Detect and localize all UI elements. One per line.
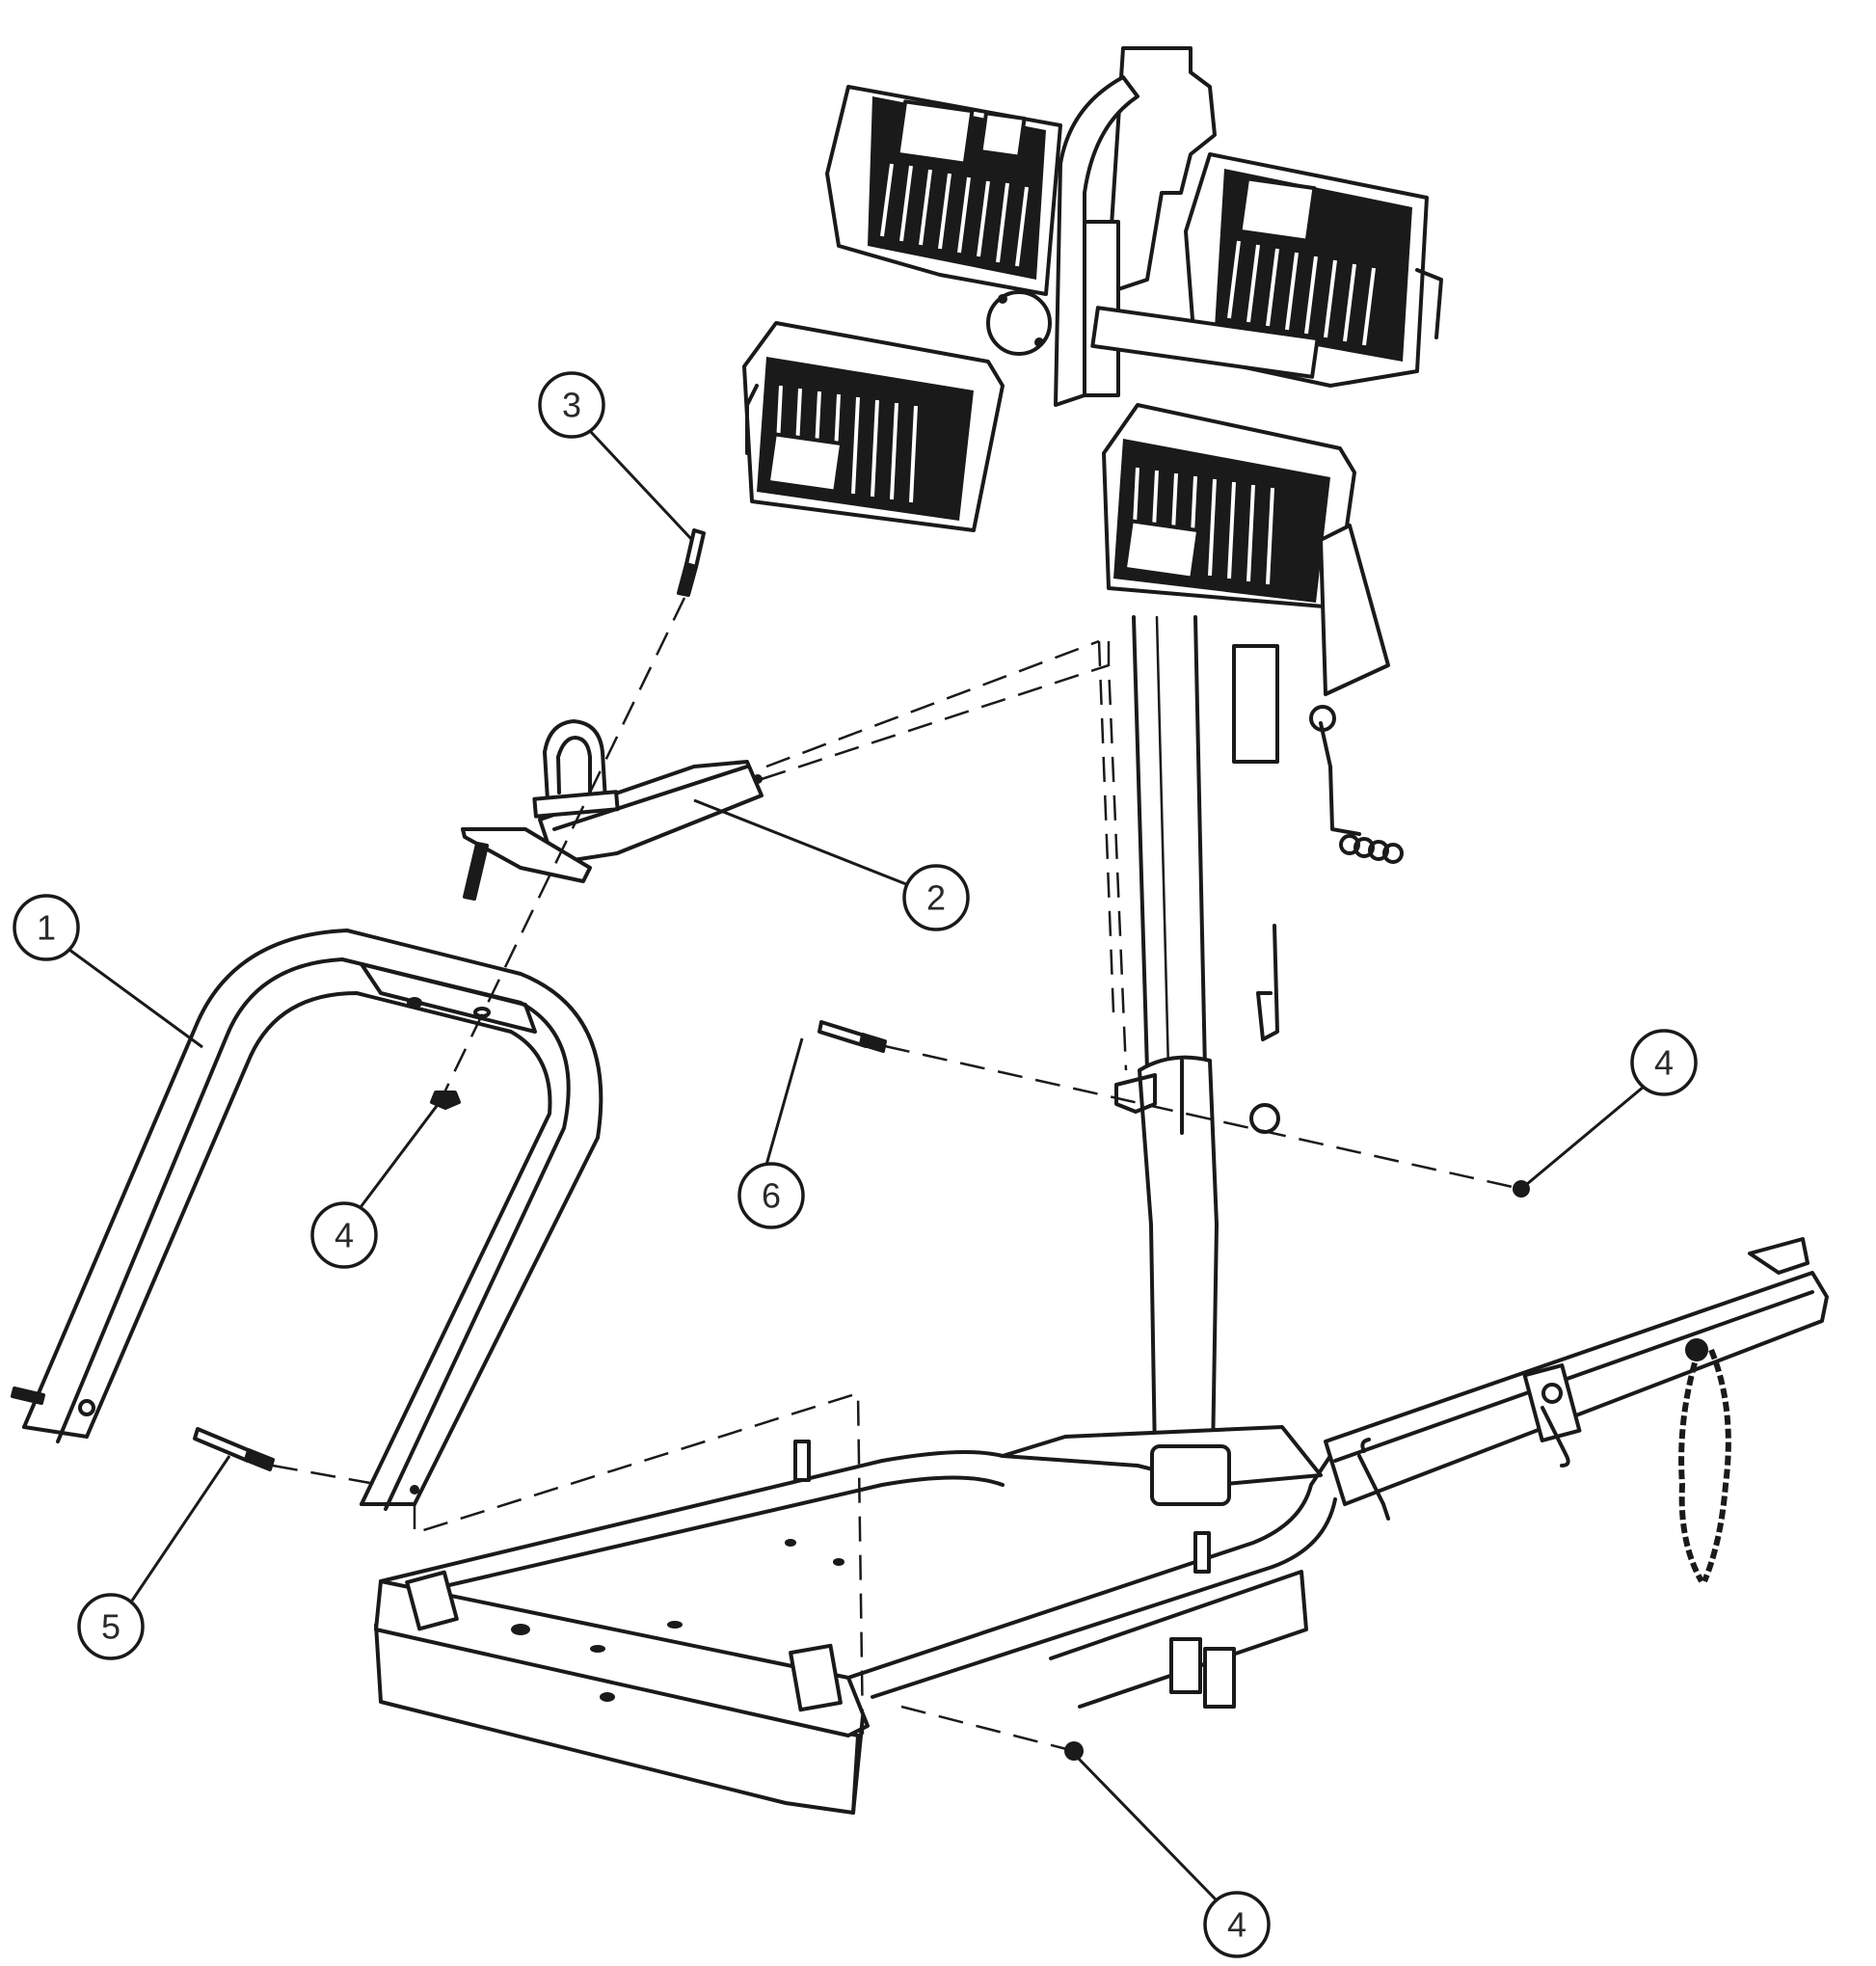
callout-6-circle <box>737 1162 805 1229</box>
callout-3-label: 3 <box>562 386 581 425</box>
tow-tongue <box>1324 1237 1829 1521</box>
callout-1-circle <box>13 894 80 961</box>
callout-4-bottom: 4 <box>1076 1756 1271 1958</box>
callout-4-upper-left: 4 <box>310 1101 442 1269</box>
mast-head <box>986 46 1320 407</box>
callout-1: 1 <box>13 894 203 1049</box>
assembly-lines <box>272 597 1522 1753</box>
callout-2-label: 2 <box>926 878 946 918</box>
telescoping-mast <box>1114 524 1404 1458</box>
callout-5-label: 5 <box>101 1607 121 1647</box>
trailer-base-frame <box>374 1425 1337 1815</box>
callout-4-circle <box>1630 1029 1698 1096</box>
callout-4-right: 4 <box>1526 1029 1698 1186</box>
u-frame-roll-bar <box>11 929 603 1511</box>
callout-6-label: 6 <box>762 1176 781 1216</box>
floodlight-upper-left <box>825 85 1062 296</box>
lifting-bar <box>461 719 764 901</box>
floodlight-lower-right <box>1102 403 1356 609</box>
callout-4-label: 4 <box>1227 1905 1246 1945</box>
callout-2-circle <box>902 864 970 931</box>
floodlight-lower-left <box>742 321 1005 532</box>
callout-4-label: 4 <box>1654 1043 1674 1083</box>
callout-3-circle <box>538 371 605 439</box>
callout-4-label: 4 <box>335 1216 354 1255</box>
callout-4-circle <box>310 1201 378 1269</box>
callout-1-label: 1 <box>37 908 56 948</box>
safety-chain <box>1678 1338 1731 1583</box>
callout-6: 6 <box>737 1037 805 1229</box>
callout-2: 2 <box>693 798 970 931</box>
callout-4-circle <box>1203 1891 1271 1958</box>
callout-5-circle <box>77 1593 145 1660</box>
callout-5: 5 <box>77 1455 231 1660</box>
callout-3: 3 <box>538 371 694 542</box>
hardware <box>193 528 1530 1761</box>
